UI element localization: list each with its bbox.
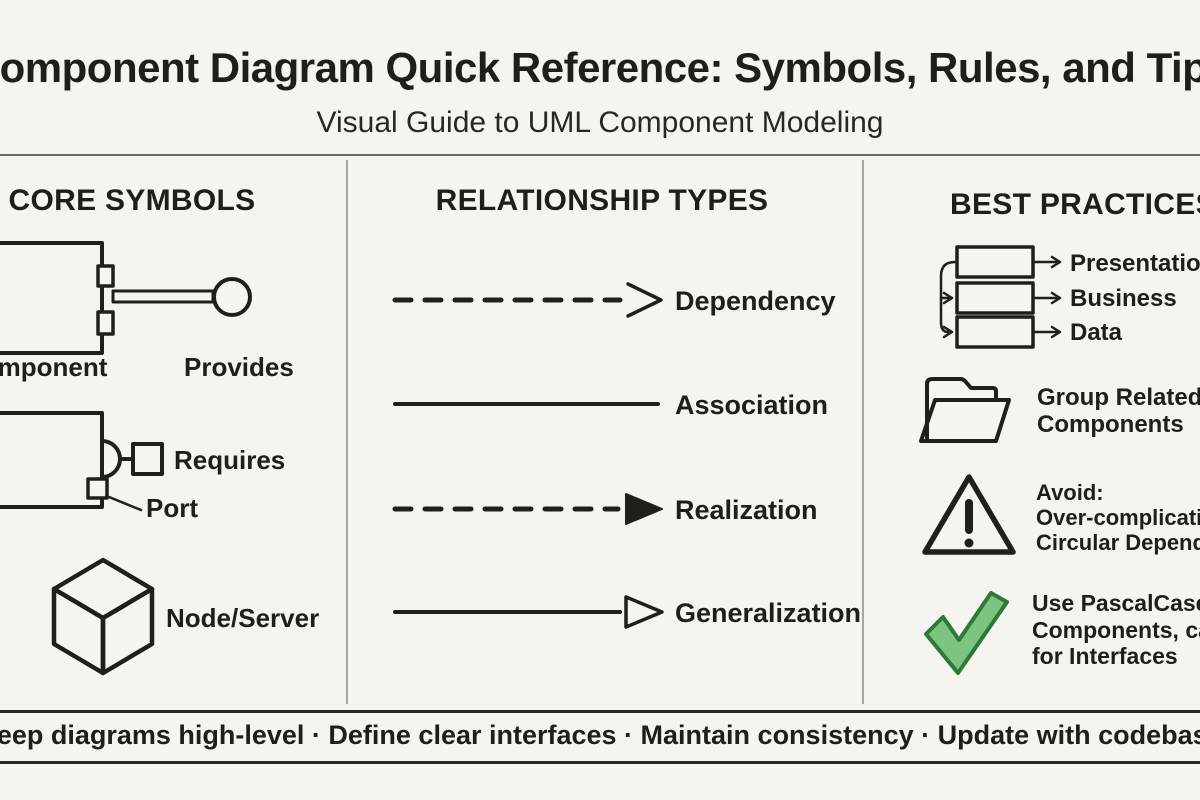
relationship-types-heading: RELATIONSHIP TYPES: [435, 184, 769, 217]
footer-bottom-rule: [0, 761, 1200, 764]
dependency-line-icon: [392, 282, 663, 318]
folder-icon: [919, 377, 1011, 443]
realization-line-icon: [392, 493, 663, 525]
best-practices-heading: BEST PRACTICES: [950, 188, 1200, 221]
naming-tip-line1: Use PascalCase for: [1032, 590, 1200, 616]
association-label: Association: [675, 390, 829, 420]
realization-label: Realization: [675, 495, 818, 525]
component-symbol-icon: [0, 241, 115, 355]
requires-label: Requires: [174, 445, 286, 475]
group-tip-line1: Group Related: [1037, 384, 1200, 411]
node-server-label: Node/Server: [166, 603, 320, 633]
warning-icon: [922, 474, 1016, 555]
core-symbols-heading: CORE SYMBOLS: [8, 184, 256, 217]
provides-interface-icon: [111, 277, 252, 317]
port-label: Port: [146, 493, 198, 523]
naming-tip-line2: Components, camelCase: [1032, 617, 1200, 643]
page-subtitle: Visual Guide to UML Component Modeling: [316, 106, 884, 139]
group-tip-line2: Components: [1037, 411, 1184, 438]
header-divider: [0, 154, 1200, 156]
provides-label: Provides: [184, 352, 294, 382]
footer-tips: Keep diagrams high-level · Define clear …: [0, 720, 1200, 750]
component-label: Component: [0, 352, 108, 382]
layer-business-label: Business: [1070, 285, 1177, 312]
avoid-tip-line2: Over-complication,: [1036, 505, 1200, 530]
avoid-tip-line1: Avoid:: [1036, 480, 1104, 505]
layer-data-label: Data: [1070, 319, 1123, 346]
layer-stack-icon: [939, 245, 1062, 349]
column-divider-left: [346, 160, 348, 704]
naming-tip-line3: for Interfaces: [1032, 643, 1178, 669]
layer-presentation-label: Presentation: [1070, 250, 1200, 277]
avoid-tip-line3: Circular Dependencies: [1036, 530, 1200, 555]
column-divider-right: [862, 160, 864, 704]
dependency-label: Dependency: [675, 286, 836, 316]
footer-top-rule: [0, 710, 1200, 713]
check-icon: [924, 591, 1009, 675]
requires-interface-icon: [0, 411, 164, 509]
generalization-line-icon: [393, 595, 664, 629]
page-title: Component Diagram Quick Reference: Symbo…: [0, 44, 1200, 91]
generalization-label: Generalization: [675, 598, 862, 628]
node-cube-icon: [51, 557, 155, 676]
port-icon: [86, 477, 143, 512]
